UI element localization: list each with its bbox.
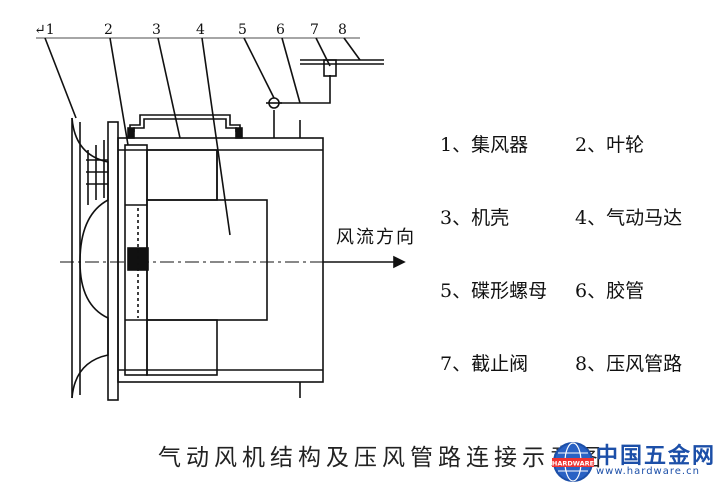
part-number-5: 5 bbox=[238, 22, 247, 38]
legend-item: 7、截止阀 bbox=[440, 353, 529, 375]
parts-legend: 1、集风器 2、叶轮 3、机壳 4、气动马达 5、碟形螺母 6、胶管 7、截止阀… bbox=[440, 130, 710, 422]
collector-lower-curve bbox=[71, 261, 109, 399]
globe-icon: HARDWARE bbox=[552, 442, 594, 482]
legend-item: 1、集风器 bbox=[440, 134, 529, 156]
legend-item: 6、胶管 bbox=[575, 280, 645, 302]
legend-row: 1、集风器 2、叶轮 bbox=[440, 130, 710, 203]
part-number-7: 7 bbox=[310, 22, 319, 38]
watermark-logo: HARDWARE 中国五金网 www.hardware.cn bbox=[552, 438, 722, 486]
part-number-3: 3 bbox=[152, 22, 161, 38]
legend-row: 7、截止阀 8、压风管路 bbox=[440, 349, 710, 422]
diagram-caption: 气动风机结构及压风管路连接示意图 bbox=[158, 445, 606, 471]
legend-item: 2、叶轮 bbox=[575, 134, 645, 156]
watermark-badge-text: HARDWARE bbox=[552, 460, 594, 468]
part-number-4: 4 bbox=[196, 22, 205, 38]
legend-row: 5、碟形螺母 6、胶管 bbox=[440, 276, 710, 349]
part-number-6: 6 bbox=[276, 22, 285, 38]
part-number-2: 2 bbox=[104, 22, 113, 38]
part-number-8: 8 bbox=[338, 22, 347, 38]
legend-item: 5、碟形螺母 bbox=[440, 280, 548, 302]
watermark-url: www.hardware.cn bbox=[596, 466, 700, 477]
legend-item: 8、压风管路 bbox=[575, 353, 683, 375]
shut-off-valve bbox=[323, 59, 337, 77]
hose bbox=[279, 75, 331, 104]
part-number-1: ↵1 bbox=[34, 22, 55, 38]
flow-direction-label: 风流方向 bbox=[336, 227, 416, 248]
lifting-handle bbox=[129, 114, 241, 132]
collector-upper-curve bbox=[71, 117, 109, 263]
legend-item: 4、气动马达 bbox=[575, 207, 683, 229]
watermark-title: 中国五金网 bbox=[596, 444, 717, 469]
legend-item: 3、机壳 bbox=[440, 207, 510, 229]
legend-row: 3、机壳 4、气动马达 bbox=[440, 203, 710, 276]
